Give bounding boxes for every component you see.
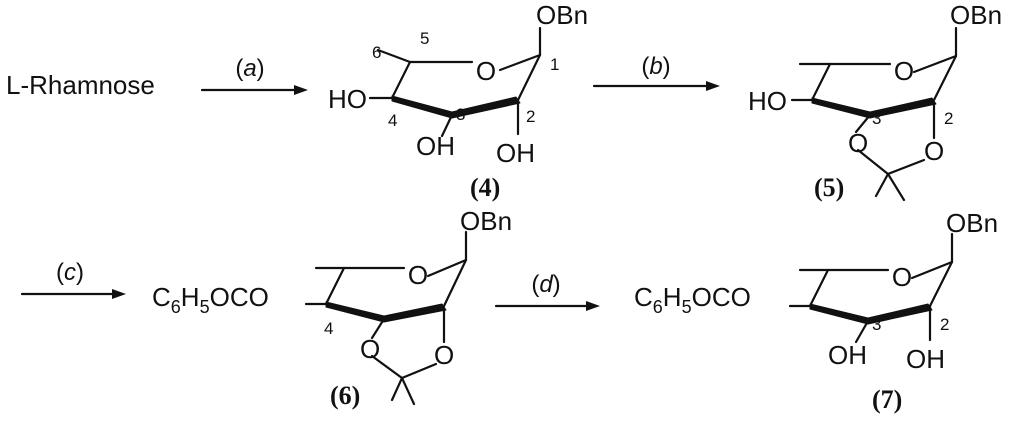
c4-atom-number-4: 4 <box>388 111 397 130</box>
c7-atom-number-3: 3 <box>872 315 881 334</box>
step-d-label: (d) <box>531 271 560 298</box>
arrow-step-d <box>494 301 600 311</box>
c4-oh2-label: OH <box>496 138 535 168</box>
arrow-step-c <box>20 289 126 299</box>
c4-ring-oxygen: O <box>476 56 496 86</box>
compound-4-structure <box>368 26 542 138</box>
compound-6-structure <box>304 230 468 406</box>
c5-dioxolane-o2: O <box>924 136 944 166</box>
c7-benzoyl-label: C6H5OCO <box>634 282 751 317</box>
c7-oh2-label: OH <box>906 344 945 374</box>
c4-ho-label: HO <box>328 84 367 114</box>
c6-obn-label: OBn <box>460 206 512 236</box>
c5-atom-number-3: 3 <box>872 109 881 128</box>
c4-atom-number-3: 3 <box>456 105 465 124</box>
c4-oh3-label: OH <box>416 131 455 161</box>
compound-5-structure <box>790 26 958 202</box>
c6-dioxolane-o1: O <box>360 334 380 364</box>
c6-atom-number-4: 4 <box>324 319 333 338</box>
step-b-label: (b) <box>641 53 670 80</box>
step-a-label: (a) <box>235 55 264 82</box>
c4-atom-number-5: 5 <box>420 29 429 48</box>
c4-atom-number-2: 2 <box>526 107 535 126</box>
c6-dioxolane-o2: O <box>434 340 454 370</box>
c4-atom-number-1: 1 <box>550 55 559 74</box>
c5-obn-label: OBn <box>950 0 1002 30</box>
compound-7-structure <box>788 232 954 344</box>
compound-7-label: (7) <box>872 385 902 414</box>
c4-obn-label: OBn <box>536 0 588 30</box>
c5-atom-number-2: 2 <box>944 109 953 128</box>
c6-benzoyl-label: C6H5OCO <box>152 282 269 317</box>
c7-obn-label: OBn <box>946 208 998 238</box>
c7-atom-number-2: 2 <box>940 315 949 334</box>
compound-6-label: (6) <box>330 381 360 410</box>
arrow-step-b <box>592 81 720 91</box>
start-material-label: L-Rhamnose <box>6 70 155 100</box>
c4-atom-number-6: 6 <box>372 43 381 62</box>
compound-5-label: (5) <box>814 173 844 202</box>
c7-ring-oxygen: O <box>892 262 912 292</box>
c7-oh3-label: OH <box>828 340 867 370</box>
c5-dioxolane-o1: O <box>848 128 868 158</box>
compound-4-label: (4) <box>470 173 500 202</box>
c5-ring-oxygen: O <box>894 56 914 86</box>
arrow-step-a <box>200 85 308 95</box>
c5-ho-label: HO <box>748 86 787 116</box>
step-c-label: (c) <box>56 259 84 286</box>
c6-ring-oxygen: O <box>408 260 428 290</box>
